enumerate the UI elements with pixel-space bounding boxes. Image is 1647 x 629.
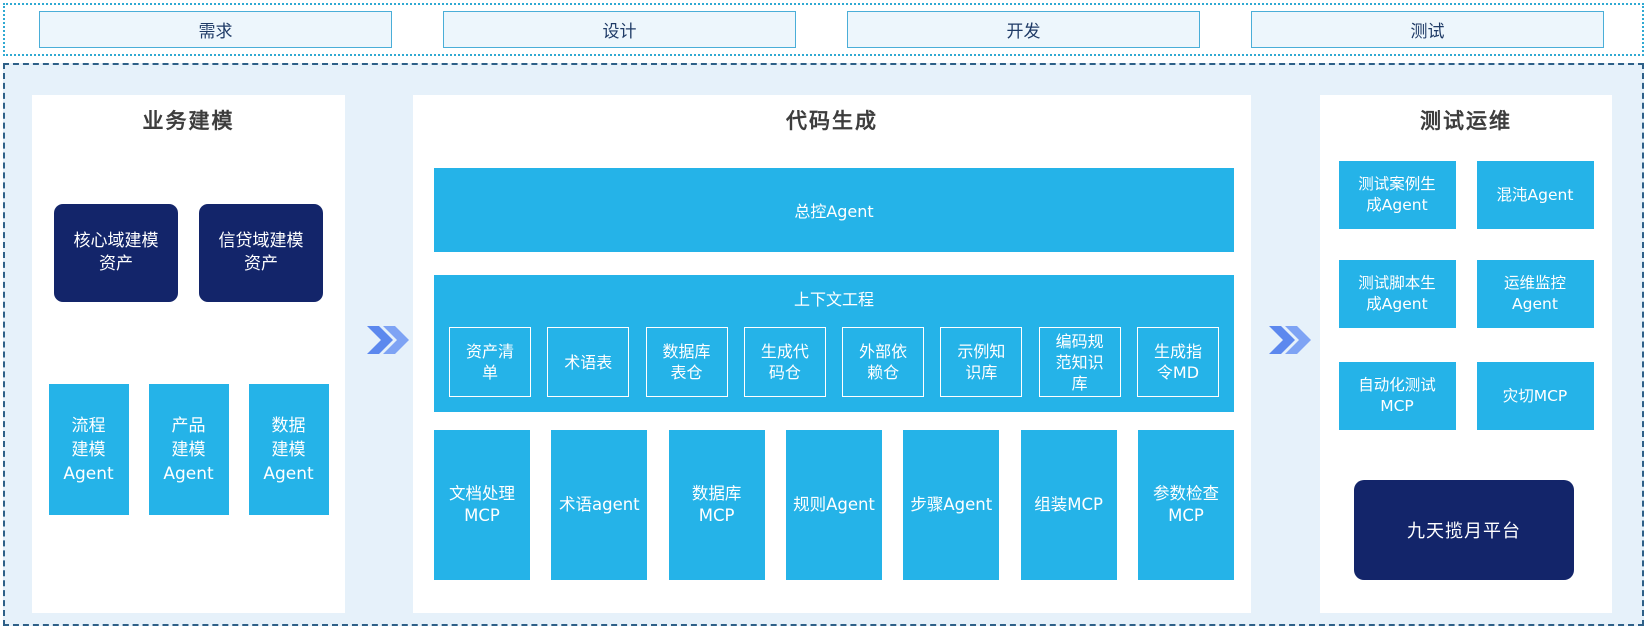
test-script-generation-agent-box: 测试脚本生 成Agent	[1338, 260, 1456, 328]
process-modeling-agent-box: 流程 建模 Agent	[48, 384, 129, 515]
flow-chevron-icon	[367, 326, 409, 354]
panel-business-modeling: 业务建模 核心域建模 资产 信贷域建模 资产 流程 建模 Agent 产品 建模…	[32, 95, 345, 613]
jiutian-lanyue-platform-box: 九天揽月平台	[1354, 480, 1574, 580]
test-ops-row-2: 测试脚本生 成Agent 运维监控 Agent	[1320, 260, 1612, 328]
tool-agent-row: 文档处理 MCP 术语agent 数据库 MCP 规则Agent 步骤Agent…	[434, 430, 1234, 580]
chaos-agent-box: 混沌Agent	[1476, 161, 1594, 229]
example-knowledge-base-box: 示例知 识库	[940, 327, 1023, 397]
automated-testing-mcp-box: 自动化测试 MCP	[1338, 362, 1456, 430]
parameter-check-mcp-box: 参数检查 MCP	[1137, 430, 1234, 580]
panel-title-test-ops: 测试运维	[1420, 109, 1512, 133]
db-table-repo-box: 数据库 表仓	[645, 327, 728, 397]
panel-title-business-modeling: 业务建模	[142, 109, 235, 133]
main-band: 业务建模 核心域建模 资产 信贷域建模 资产 流程 建模 Agent 产品 建模…	[3, 63, 1644, 626]
document-processing-mcp-box: 文档处理 MCP	[434, 430, 530, 580]
core-domain-asset-box: 核心域建模 资产	[54, 204, 178, 302]
flow-chevron-icon	[1269, 326, 1311, 354]
test-case-generation-agent-box: 测试案例生 成Agent	[1338, 161, 1456, 229]
context-engineering-title: 上下文工程	[793, 290, 874, 309]
coding-standard-knowledge-base-box: 编码规 范知识 库	[1038, 327, 1121, 397]
phase-development: 开发	[847, 11, 1200, 48]
test-ops-row-3: 自动化测试 MCP 灾切MCP	[1320, 362, 1612, 430]
modeling-asset-row: 核心域建模 资产 信贷域建模 资产	[32, 204, 345, 302]
panel-code-generation: 代码生成 总控Agent 上下文工程 资产清 单 术语表 数据库 表仓 生成代 …	[413, 95, 1251, 613]
generation-instruction-md-box: 生成指 令MD	[1136, 327, 1219, 397]
credit-domain-asset-box: 信贷域建模 资产	[199, 204, 323, 302]
generated-code-repo-box: 生成代 码仓	[743, 327, 826, 397]
phase-testing: 测试	[1251, 11, 1604, 48]
assembly-mcp-box: 组装MCP	[1020, 430, 1117, 580]
product-modeling-agent-box: 产品 建模 Agent	[148, 384, 229, 515]
glossary-box: 术语表	[547, 327, 630, 397]
phase-design: 设计	[443, 11, 796, 48]
steps-agent-box: 步骤Agent	[903, 430, 1000, 580]
rules-agent-box: 规则Agent	[785, 430, 882, 580]
test-ops-row-1: 测试案例生 成Agent 混沌Agent	[1320, 161, 1612, 229]
master-agent-bar: 总控Agent	[434, 168, 1234, 252]
disaster-switch-mcp-box: 灾切MCP	[1476, 362, 1594, 430]
panel-test-ops: 测试运维 测试案例生 成Agent 混沌Agent 测试脚本生 成Agent 运…	[1320, 95, 1612, 613]
context-engineering-items: 资产清 单 术语表 数据库 表仓 生成代 码仓 外部依 赖仓 示例知 识库 编码…	[449, 327, 1219, 397]
external-dependency-repo-box: 外部依 赖仓	[842, 327, 925, 397]
data-modeling-agent-box: 数据 建模 Agent	[248, 384, 329, 515]
terminology-agent-box: 术语agent	[551, 430, 648, 580]
database-mcp-box: 数据库 MCP	[668, 430, 765, 580]
modeling-agent-row: 流程 建模 Agent 产品 建模 Agent 数据 建模 Agent	[32, 384, 345, 515]
phase-requirements: 需求	[39, 11, 392, 48]
panel-title-code-generation: 代码生成	[786, 109, 878, 133]
ops-monitoring-agent-box: 运维监控 Agent	[1476, 260, 1594, 328]
phase-bar: 需求 设计 开发 测试	[3, 3, 1644, 56]
context-engineering-block: 上下文工程 资产清 单 术语表 数据库 表仓 生成代 码仓 外部依 赖仓 示例知…	[434, 275, 1234, 412]
asset-list-box: 资产清 单	[449, 327, 531, 397]
